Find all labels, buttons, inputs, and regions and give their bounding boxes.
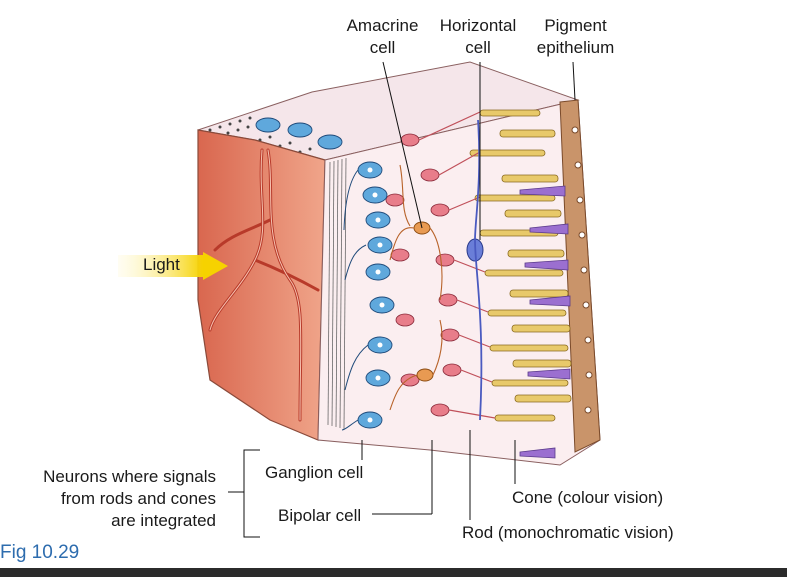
- bipolar-cells: [385, 133, 462, 417]
- rod-label: Rod (monochromatic vision): [462, 523, 674, 542]
- bipolar-cell-label: Bipolar cell: [278, 506, 362, 525]
- photoreceptor-layer: [469, 109, 572, 459]
- bottom-bar: [0, 568, 787, 577]
- ganglion-cells: [255, 117, 395, 429]
- pigment-cells: [571, 126, 593, 414]
- light-arrow-icon: [118, 252, 228, 280]
- cone-label: Cone (colour vision): [512, 488, 664, 507]
- pigment-epithelium-layer: [559, 99, 601, 453]
- optic-fibers: [327, 157, 347, 430]
- vascular-layer: [197, 129, 326, 441]
- ganglion-cell-label: Ganglion cell: [265, 463, 364, 482]
- horizontal-cell: [466, 119, 484, 421]
- leader-lines: [228, 61, 576, 538]
- figure-label: Fig 10.29: [0, 542, 80, 563]
- light-label: Light: [143, 255, 180, 274]
- retina-cross-section: [317, 99, 601, 466]
